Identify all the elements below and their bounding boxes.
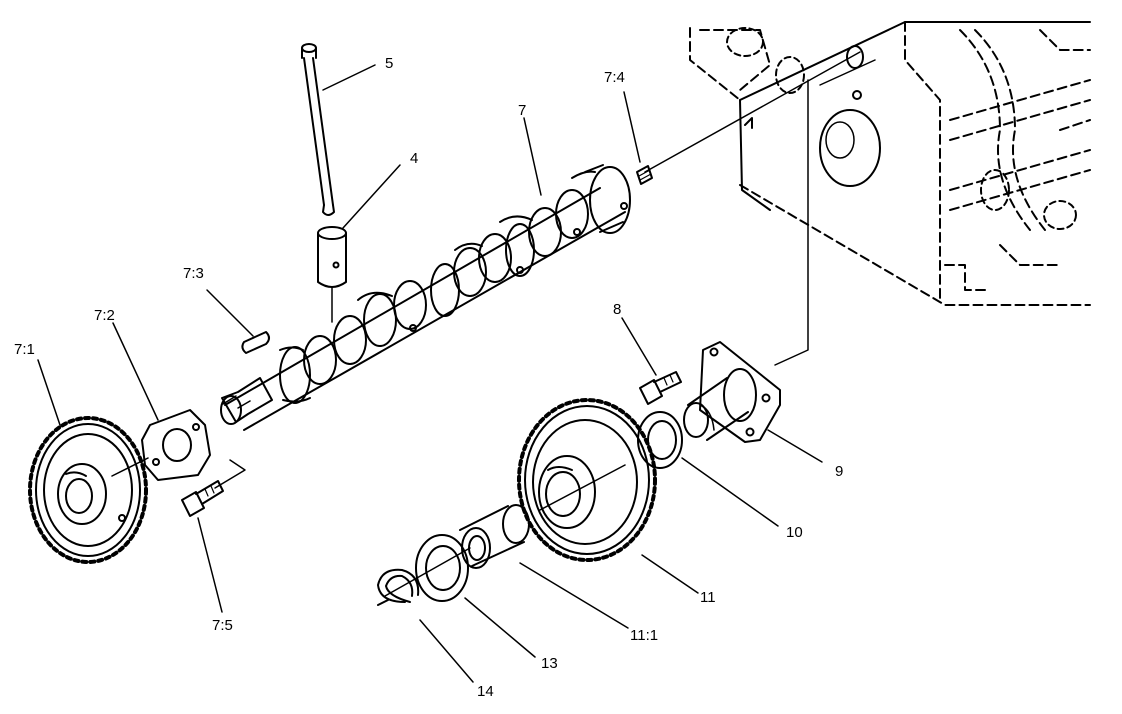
- leader-7-1: [37, 359, 61, 426]
- callout-7-5: 7:5: [212, 617, 233, 634]
- leader-11: [641, 554, 699, 594]
- bushing: [459, 504, 530, 569]
- leader-4: [342, 164, 401, 229]
- circlip: [377, 568, 420, 606]
- camshaft: [220, 164, 631, 431]
- callout-13: 13: [541, 655, 558, 672]
- callout-7-1: 7:1: [14, 341, 35, 358]
- engine-block: [689, 21, 1091, 306]
- leader-10: [681, 457, 779, 527]
- woodruff-key: [241, 331, 270, 354]
- callout-7-3: 7:3: [183, 265, 204, 282]
- thrust-washer-13: [415, 534, 469, 602]
- callout-8: 8: [613, 301, 621, 318]
- callout-labels: 5 4 7:4 7 7:3 7:2 7:1 8 9 10 11 11:1 13 …: [14, 55, 843, 700]
- callout-14: 14: [477, 683, 494, 700]
- bolt-7-5: [181, 480, 224, 517]
- idler-gear: [517, 398, 657, 562]
- callout-11: 11: [700, 589, 716, 606]
- leader-7-3: [206, 289, 254, 337]
- leader-14: [419, 619, 474, 683]
- idler-shaft-housing: [683, 341, 781, 443]
- callout-7-4: 7:4: [604, 69, 625, 86]
- tappet: [317, 226, 347, 288]
- callout-7: 7: [518, 102, 526, 119]
- leader-7: [523, 117, 542, 196]
- callout-10: 10: [786, 524, 803, 541]
- leader-13: [464, 597, 536, 658]
- callout-leaders: [37, 64, 823, 683]
- leader-9: [767, 429, 823, 463]
- plug: [636, 165, 653, 185]
- leader-7-4: [623, 91, 641, 163]
- leader-8: [621, 317, 657, 376]
- camshaft-gear: [28, 416, 148, 564]
- thrust-plate: [141, 409, 211, 481]
- leader-lines: [111, 51, 861, 597]
- callout-7-2: 7:2: [94, 307, 115, 324]
- leader-7-5: [197, 517, 223, 613]
- callout-5: 5: [385, 55, 393, 72]
- callout-4: 4: [410, 150, 418, 167]
- leader-5: [322, 64, 376, 91]
- leader-11-1: [519, 562, 629, 629]
- bolt-8: [639, 371, 682, 405]
- callout-11-1: 11:1: [630, 627, 658, 644]
- leader-7-2: [112, 322, 159, 421]
- push-rod: [301, 43, 335, 216]
- callout-9: 9: [835, 463, 843, 480]
